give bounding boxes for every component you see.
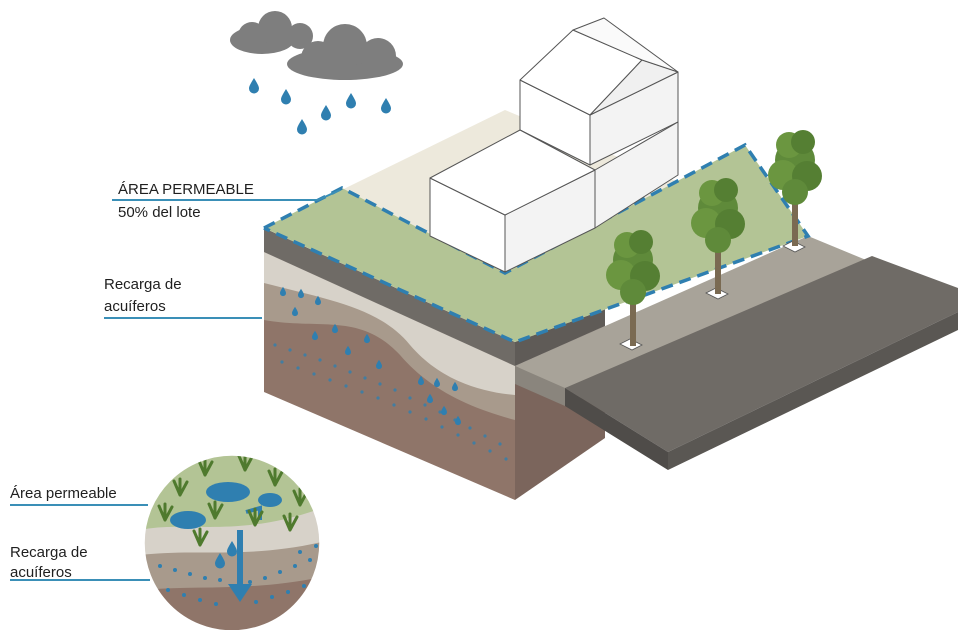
recharge-label-line1: Recarga de [104,276,182,293]
road [515,236,958,470]
leader-lines [10,189,341,581]
house-icon [429,17,679,273]
area-permeable-percent: 50% del lote [118,204,201,221]
inset-recharge-line1: Recarga de [10,544,88,561]
grass-icon [157,455,309,547]
raindrop-icon [249,78,391,135]
cloud-icon [230,11,403,80]
inset-soil-detail [144,455,320,630]
inset-area-label: Área permeable [10,485,117,502]
recharge-label-line2: acuíferos [104,298,166,315]
tree-icon [606,130,822,351]
area-permeable-title: ÁREA PERMEABLE [118,181,254,198]
inset-recharge-line2: acuíferos [10,564,72,581]
deep-aquifer-dots [273,343,508,461]
